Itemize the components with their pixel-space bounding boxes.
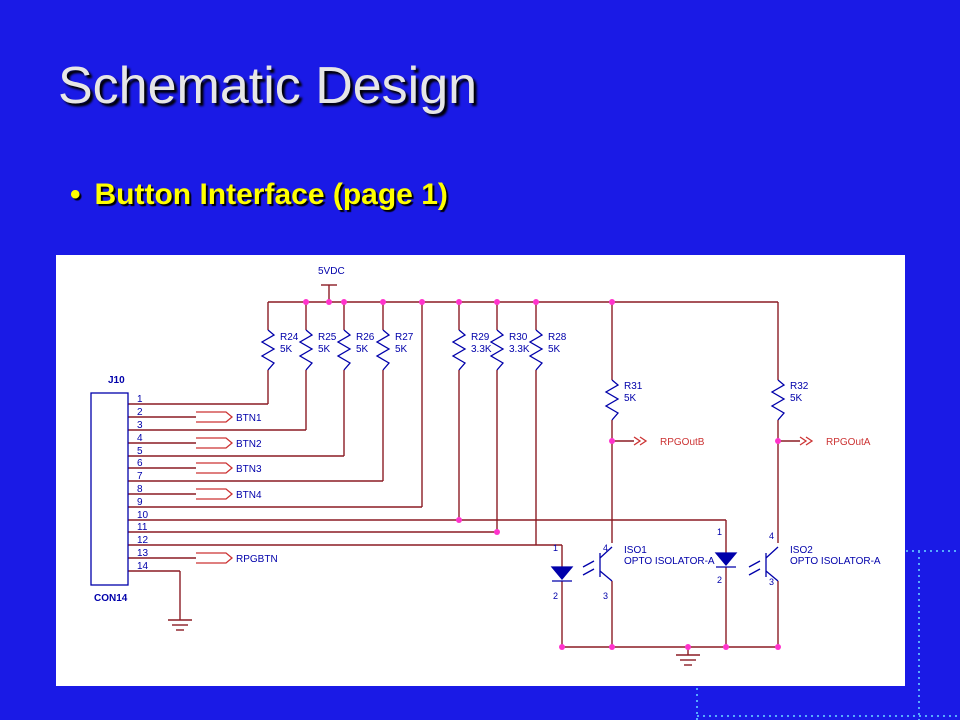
output-label: RPGOutB: [660, 437, 705, 448]
isolator-pin-number: 3: [603, 591, 608, 601]
connector-ref: J10: [108, 375, 125, 386]
pin-number: 6: [137, 458, 143, 469]
resistor-value: 5K: [395, 344, 408, 355]
pin-number: 10: [137, 510, 149, 521]
isolator-pin-number: 1: [553, 543, 558, 553]
pin-number: 7: [137, 471, 143, 482]
pin-number: 14: [137, 561, 149, 572]
isolator-pin-number: 2: [717, 575, 722, 585]
resistor-value: 3.3K: [471, 344, 492, 355]
pin-number: 4: [137, 433, 143, 444]
pin-number: 3: [137, 420, 143, 431]
isolator-ref: ISO2: [790, 545, 813, 556]
resistor-ref: R25: [318, 332, 337, 343]
port-label: BTN1: [236, 413, 262, 424]
pin-number: 5: [137, 446, 143, 457]
port-label: BTN2: [236, 439, 262, 450]
schematic-diagram: 5VDC J10 CON14 1 2 3 4 5 6 7 8 9 10 11 1…: [56, 255, 905, 686]
pin-number: 1: [137, 394, 143, 405]
resistor-value: 5K: [790, 393, 803, 404]
isolator-part: OPTO ISOLATOR-A: [624, 556, 715, 567]
connector-part: CON14: [94, 593, 128, 604]
output-label: RPGOutA: [826, 437, 871, 448]
resistor-ref: R31: [624, 381, 643, 392]
resistor-value: 5K: [318, 344, 331, 355]
slide-title: Schematic Design: [58, 57, 478, 115]
resistor-value: 5K: [548, 344, 561, 355]
resistor-ref: R24: [280, 332, 299, 343]
pin-number: 2: [137, 407, 143, 418]
isolator-pin-number: 1: [717, 527, 722, 537]
resistor-ref: R32: [790, 381, 809, 392]
resistor-ref: R26: [356, 332, 375, 343]
port-label: BTN4: [236, 490, 262, 501]
resistor-ref: R30: [509, 332, 528, 343]
isolator-pin-number: 2: [553, 591, 558, 601]
resistor-ref: R27: [395, 332, 414, 343]
bullet-text: Button Interface (page 1): [94, 178, 448, 211]
isolator-pin-number: 4: [769, 531, 774, 541]
pin-number: 13: [137, 548, 149, 559]
resistor-value: 5K: [624, 393, 637, 404]
port-label: BTN3: [236, 464, 262, 475]
power-label: 5VDC: [318, 266, 345, 277]
resistor-value: 5K: [280, 344, 293, 355]
port-label: RPGBTN: [236, 554, 278, 565]
resistor-value: 5K: [356, 344, 369, 355]
bullet-dot-icon: •: [70, 178, 81, 211]
isolator-part: OPTO ISOLATOR-A: [790, 556, 881, 567]
pin-number: 12: [137, 535, 149, 546]
resistor-ref: R28: [548, 332, 567, 343]
pin-number: 11: [137, 522, 148, 533]
bullet-item: • Button Interface (page 1): [70, 178, 448, 212]
isolator-ref: ISO1: [624, 545, 647, 556]
isolator-pin-number: 3: [769, 577, 774, 587]
resistor-value: 3.3K: [509, 344, 530, 355]
pin-number: 8: [137, 484, 143, 495]
pin-number: 9: [137, 497, 143, 508]
resistor-ref: R29: [471, 332, 490, 343]
isolator-pin-number: 4: [603, 543, 608, 553]
